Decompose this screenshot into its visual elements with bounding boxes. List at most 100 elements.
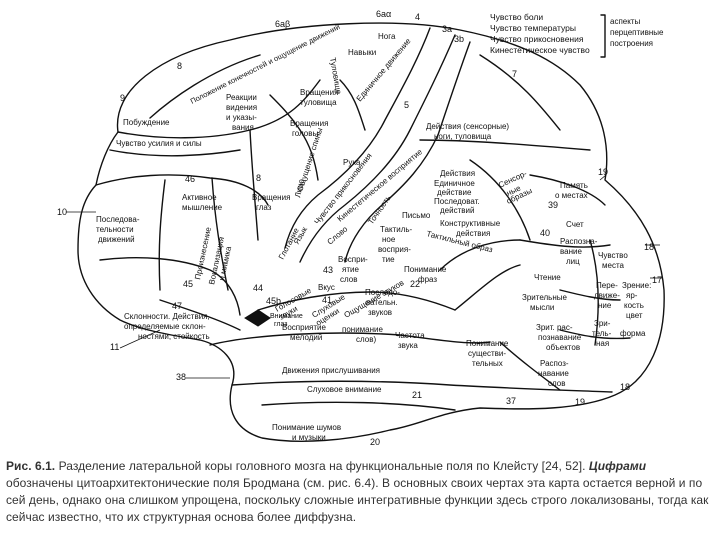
field-number: 7 [512, 69, 517, 79]
label-taktilnoe: восприя- [378, 245, 411, 254]
field-number: 9 [120, 93, 125, 103]
frontal-line-3 [110, 150, 240, 156]
field-number: 18 [620, 382, 630, 392]
label-taktilnoe: Тактиль- [380, 225, 413, 234]
caption-label: Рис. 6.1. [6, 459, 55, 473]
label-ponimanie-sushch: Понимание [466, 339, 509, 348]
field-number: 45 [183, 279, 193, 289]
legend-item: Чувство боли [490, 12, 543, 22]
label-reakcii: и указы- [226, 113, 257, 122]
field-number: 5 [404, 100, 409, 110]
temporal-line-4 [455, 265, 520, 310]
label-zrenie: кость [624, 301, 644, 310]
field-number: 21 [412, 390, 422, 400]
label-vosprijatie-slov: ятие [342, 265, 359, 274]
label-posledovatelnost: движений [98, 235, 135, 244]
label-sklonnosti: определяемые склон- [124, 322, 206, 331]
label-pobuzhdenie: Побуждение [123, 118, 170, 127]
field-number: 8 [256, 173, 261, 183]
label-vrashcheniya-golovy: Вращения [290, 119, 328, 128]
field-number: 43 [323, 265, 333, 275]
label-dejstviya: Последоват. [434, 197, 480, 206]
label-zritelnaya-forma: ная [596, 339, 609, 348]
legend-bracket-label: аспекты [610, 17, 640, 26]
label-dejstviya-sensornye: Действия (сенсорные) [426, 122, 509, 131]
label-pamyat-o-mestah: Память [560, 181, 588, 190]
label-vrashcheniya-tulovishcha: Вращения [300, 88, 338, 97]
parietal-line-4 [530, 175, 605, 205]
temporal-boundary-3 [262, 402, 455, 410]
label-edinichnoe-dvizhenie: Единичное движение [355, 36, 413, 103]
field-number: 37 [506, 396, 516, 406]
legend-bracket [601, 15, 605, 57]
label-reakcii: Реакции [226, 93, 257, 102]
label-aktivnoe-myshlenie: Активное [182, 193, 217, 202]
label-peredvizhenie: движе- [594, 291, 620, 300]
label-dejstviya: Действия [440, 169, 475, 178]
field-number: 6аβ [275, 19, 290, 29]
label-vosprijatie-slov: слов [340, 275, 357, 284]
label-vosprijatie-slov: Воспри- [338, 255, 368, 264]
label-dejstviya: действие [437, 188, 472, 197]
label-ponimanie-frazy: Понимание [404, 265, 447, 274]
label-ponimanie-sushch: тельных [472, 359, 503, 368]
field-number: 10 [57, 207, 67, 217]
label-dejstviya: Единичное [434, 179, 475, 188]
label-chuvstvo-usiliya: Чувство усилия и силы [116, 139, 202, 148]
label-pamyat-o-mestah: о местах [555, 191, 588, 200]
label-ponimanie-shumov: и музыки [292, 433, 326, 442]
label-schet: Счет [566, 220, 584, 229]
label-vrashcheniya-glaz: глаз [256, 203, 272, 212]
legend: Чувство боли Чувство температуры Чувство… [490, 12, 664, 55]
label-posledovatelnost: тельности [96, 225, 134, 234]
label-dejstviya: действий [440, 206, 474, 215]
field-number: 44 [253, 283, 263, 293]
label-raspoznavanie-lic: лиц [566, 257, 580, 266]
label-chuvstvo-mesta: Чувство [598, 251, 628, 260]
label-chtenie: Чтение [534, 273, 561, 282]
label-cvet: цвет [626, 311, 643, 320]
frontal-line-6 [250, 130, 258, 240]
label-posledovatelnosti-zvukov: звуков [368, 308, 392, 317]
label-raspoznavanie-slov: навание [538, 369, 569, 378]
sylvian-junction [245, 310, 270, 326]
parietal-line-1 [480, 55, 560, 130]
field-number: 6аα [376, 9, 391, 19]
label-vosprijatie-melodii: мелодий [290, 333, 322, 342]
label-peredvizhenie: Пере- [596, 281, 618, 290]
label-chuvstvo-mesta: места [602, 261, 625, 270]
label-reakcii: видения [226, 103, 257, 112]
field-number: 4 [415, 12, 420, 22]
label-sklonnosti: ностями, стойкость [138, 332, 210, 341]
label-konstruktivnye: Конструктивные [440, 219, 501, 228]
label-zritelnye-mysli: Зрительные [522, 293, 568, 302]
field-number: 39 [548, 200, 558, 210]
label-chastota: звука [398, 341, 418, 350]
field-number: 11 [110, 342, 119, 352]
field-number: 20 [370, 437, 380, 447]
legend-item: Чувство прикосновения [490, 34, 584, 44]
field-number: 40 [540, 228, 550, 238]
label-raspoznavanie-slov: Распоз- [540, 359, 569, 368]
label-aktivnoe-myshlenie: мышление [182, 203, 223, 212]
label-raspoznavanie-lic: вание [560, 247, 582, 256]
field-number: 3а [442, 24, 452, 34]
label-vkus: Вкус [318, 283, 335, 292]
label-noga: Нога [378, 32, 396, 41]
label-zrenie: яр- [626, 291, 638, 300]
label-ponimanie-frazy: фраз [418, 275, 437, 284]
legend-bracket-label: перцептивные [610, 28, 664, 37]
label-raspoznavanie-lic: Распозна- [560, 237, 598, 246]
label-zritelnaya-forma: форма [620, 329, 646, 338]
caption-line1: Разделение латеральной коры головного мо… [59, 459, 586, 473]
label-dejstviya-sensornye: ноги, туловища [434, 132, 492, 141]
label-taktilnoe: тие [382, 255, 395, 264]
temporal-boundary-1 [210, 333, 490, 345]
label-vrashcheniya-tulovishcha: туловища [300, 98, 337, 107]
label-dvizhenie-prislushivaniya: Движения прислушивания [282, 366, 380, 375]
field-number: 18 [644, 242, 654, 252]
field-number: 46 [185, 174, 195, 184]
label-sluhovoe-vnimanie: Слуховое внимание [307, 385, 382, 394]
label-posledovatelnost: Последова- [96, 215, 140, 224]
legend-item: Чувство температуры [490, 23, 576, 33]
